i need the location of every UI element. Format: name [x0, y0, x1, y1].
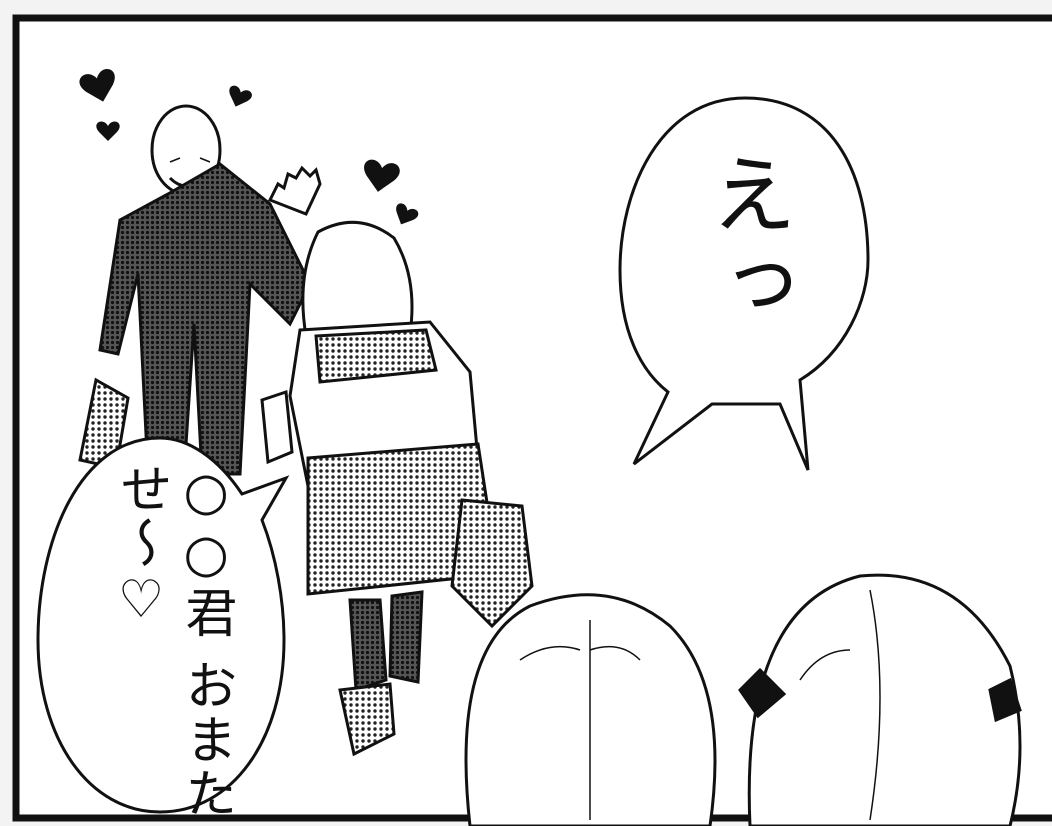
speech-text-right: えっ	[695, 150, 796, 330]
foreground-heads	[464, 573, 1022, 826]
hearts-decoration	[79, 69, 419, 225]
speech-bubble-right	[618, 96, 870, 471]
boy-figure	[78, 104, 322, 476]
speech-left-line-2: おまたせ～♡	[111, 462, 236, 821]
girl-figure	[260, 220, 534, 757]
speech-left-line-1: ○○君	[176, 462, 236, 640]
speech-text-left: ○○君 おまたせ～♡	[108, 462, 238, 826]
speech-bubble-left	[36, 436, 290, 814]
